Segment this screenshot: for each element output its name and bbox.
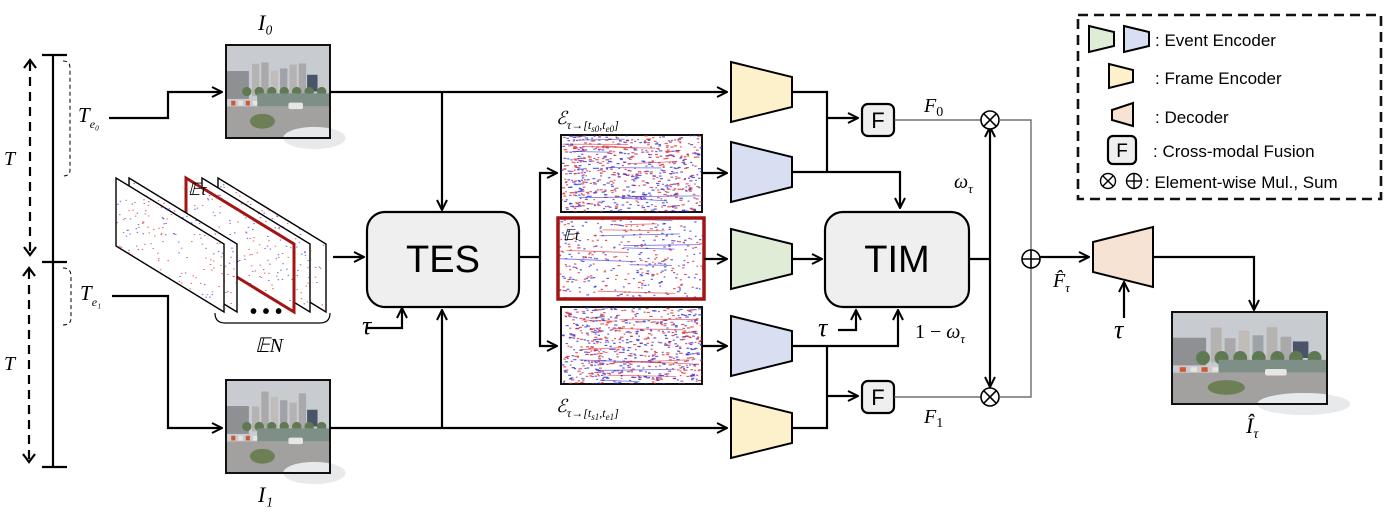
wire-decoder-to-output: [1153, 255, 1254, 310]
legend-decoder-icon: [1111, 101, 1134, 128]
sum-node: [1021, 249, 1041, 269]
legend-decoder-label: : Decoder: [1155, 108, 1229, 127]
frame-encoder-bottom: [730, 396, 793, 460]
output-frame-label: Îτ: [1245, 413, 1259, 442]
legend-event-encoder-label: : Event Encoder: [1155, 31, 1276, 50]
frame-I1: I₁: [225, 379, 346, 507]
wire-frame-enc-top-out: [792, 90, 829, 172]
stack-brace: [214, 312, 331, 324]
wire-event-enc-top-to-tim: [792, 170, 900, 208]
event-encoder-top: [730, 140, 793, 204]
frame-I1-label: I₁: [257, 482, 273, 507]
one-minus-omega-label: 1 − ωτ: [915, 321, 966, 346]
F-hat-label: F̂τ: [1052, 269, 1071, 295]
legend-fusion-icon: [1106, 134, 1138, 166]
legend-mul-sum-label: : Element-wise Mul., Sum: [1145, 173, 1338, 192]
F0-label: F0: [923, 95, 943, 120]
omega-label: ωτ: [954, 171, 974, 196]
fusion-top-label: F: [871, 108, 884, 133]
decoder-tau-label: τ: [1114, 315, 1125, 344]
event-image-tau: 𝔼τ: [556, 216, 706, 301]
legend-fusion-label: : Cross-modal Fusion: [1153, 142, 1315, 161]
exposure-label-0: Te₀: [78, 103, 99, 131]
event-bottom-label: ℰτ→[ts1,te1]: [556, 396, 619, 422]
legend-multiply-icon: [1099, 172, 1117, 190]
event-encoder-bottom: [730, 314, 793, 378]
legend-fusion-glyph: F: [1116, 141, 1128, 162]
event-stack-N-label: 𝔼N: [255, 335, 285, 357]
ellipsis: • • •: [250, 301, 282, 323]
wire-te1-to-i1: [112, 294, 222, 428]
wire-te0-to-i0: [109, 92, 222, 120]
tim-label: TIM: [864, 239, 929, 281]
wire-mul-top-to-sum: [999, 119, 1032, 250]
multiply-node-top: [980, 110, 1000, 130]
event-stack: 𝔼τ • • • 𝔼N: [115, 175, 331, 357]
event-top-label: ℰτ→[ts0,te0]: [556, 108, 619, 134]
frame-I0-image: [225, 44, 346, 150]
frame-I0-label: I₀: [257, 10, 273, 35]
tes-label: TES: [406, 239, 480, 281]
wire-tes-to-event-bottom: [538, 257, 557, 346]
frame-encoder-top: [730, 60, 793, 124]
output-frame: Îτ: [1171, 311, 1351, 442]
legend-event-encoder-green-icon: [1088, 24, 1115, 54]
period-label-bottom: T: [4, 353, 17, 375]
wire-event-enc-bottom-to-tim: [792, 310, 898, 348]
frame-I1-image: [225, 379, 346, 485]
output-frame-image: [1171, 311, 1351, 416]
event-image-bottom: [560, 306, 703, 385]
wire-mul-bottom-to-sum: [999, 268, 1032, 398]
frame-I0: I₀: [225, 10, 346, 150]
event-slice: [115, 176, 226, 314]
wire-tau-to-tes: [366, 308, 402, 330]
fusion-bottom-label: F: [871, 385, 884, 410]
wire-frame-enc-bottom-out: [792, 346, 829, 430]
event-image-top: [560, 134, 703, 213]
legend-frame-encoder-label: : Frame Encoder: [1155, 69, 1282, 88]
tes-tau-label: τ: [362, 311, 373, 340]
legend-frame-encoder-icon: [1108, 62, 1134, 90]
F1-label: F1: [923, 406, 943, 431]
wire-tes-to-event-top: [519, 173, 557, 259]
legend-event-encoder-blue-icon: [1123, 24, 1150, 54]
event-image-tau-label: 𝔼τ: [563, 228, 580, 244]
timeline: T T Te₀ Te₁: [4, 53, 101, 469]
event-stack-tau-label: 𝔼τ: [188, 180, 207, 199]
fusion-top: F: [860, 102, 896, 138]
decoder: [1092, 225, 1154, 289]
tim-tau-label: τ: [818, 313, 829, 342]
legend: : Event Encoder : Frame Encoder : Decode…: [1076, 13, 1383, 201]
tes-module: [365, 210, 521, 309]
fusion-bottom: F: [860, 379, 896, 415]
event-encoder-tau: [730, 227, 793, 291]
period-label-top: T: [4, 148, 17, 170]
exposure-bracket-1: [62, 267, 72, 326]
multiply-node-bottom: [980, 387, 1000, 407]
exposure-bracket-0: [62, 60, 71, 177]
exposure-label-1: Te₁: [80, 281, 101, 309]
legend-sum-icon: [1125, 172, 1143, 190]
wire-tau-to-tim: [838, 310, 856, 332]
